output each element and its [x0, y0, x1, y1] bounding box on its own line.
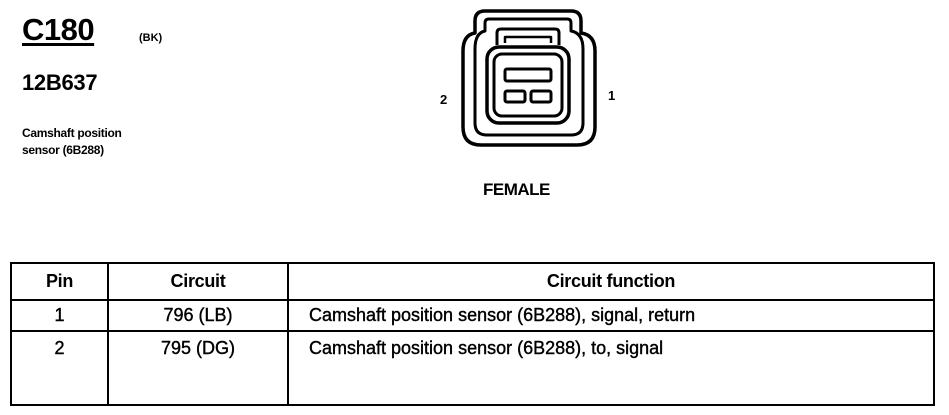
part-number: 12B637 — [22, 70, 98, 95]
cell-function: Camshaft position sensor (6B288), to, si… — [287, 330, 935, 406]
cavity-slot-top — [503, 67, 553, 83]
connector-face-drawing — [461, 9, 597, 147]
locking-tab — [495, 27, 561, 45]
header-function: Circuit function — [287, 262, 935, 301]
connector-id: C180 — [22, 12, 95, 47]
description-line-2: sensor (6B288) — [22, 143, 104, 157]
cell-circuit: 796 (LB) — [107, 299, 289, 332]
table-header-row: Pin Circuit Circuit function — [10, 262, 935, 301]
pinout-table: Pin Circuit Circuit function 1 796 (LB) … — [10, 262, 935, 406]
header-pin: Pin — [10, 262, 109, 301]
cavity-slot-pin-1 — [529, 89, 553, 104]
connector-description: Camshaft position sensor (6B288) — [22, 125, 122, 159]
connector-color-code: (BK) — [139, 32, 163, 44]
housing-inner — [473, 17, 585, 137]
cell-pin: 2 — [10, 330, 109, 406]
pin-label-left: 2 — [440, 92, 448, 107]
cell-pin: 1 — [10, 299, 109, 332]
cavity-slot-pin-2 — [503, 89, 527, 104]
cell-function: Camshaft position sensor (6B288), signal… — [287, 299, 935, 332]
header-circuit: Circuit — [107, 262, 289, 301]
table-row: 2 795 (DG) Camshaft position sensor (6B2… — [10, 330, 935, 406]
cavity-frame-inner — [492, 52, 564, 118]
description-line-1: Camshaft position — [22, 126, 122, 140]
connector-gender: FEMALE — [483, 180, 550, 199]
pin-label-right: 1 — [608, 88, 616, 103]
housing-outline — [461, 9, 597, 147]
table-row: 1 796 (LB) Camshaft position sensor (6B2… — [10, 299, 935, 332]
cavity-frame-outer — [485, 45, 571, 125]
cell-circuit: 795 (DG) — [107, 330, 289, 406]
